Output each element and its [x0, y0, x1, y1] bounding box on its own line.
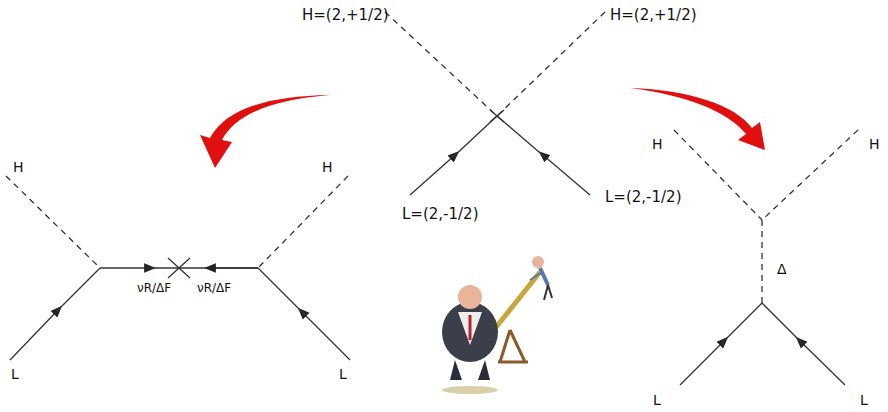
field-label: H=(2,+1/2): [302, 8, 389, 23]
neutrino-line: [100, 267, 150, 268]
field-label: H: [652, 137, 663, 151]
field-label: L: [339, 367, 347, 381]
higgs-line: [258, 176, 348, 268]
red-arrow: [630, 88, 765, 150]
higgs-line: [762, 130, 858, 220]
higgs-line: [385, 12, 497, 116]
field-label: H: [869, 137, 880, 151]
field-label: L: [653, 393, 661, 407]
higgs-line: [497, 12, 605, 116]
lepton-line: [10, 310, 58, 360]
field-label: L=(2,-1/2): [605, 190, 682, 205]
lepton-line: [302, 312, 350, 360]
red-arrow: [200, 95, 330, 168]
field-label: νR/ΔF: [197, 282, 231, 294]
lepton-line: [800, 341, 845, 385]
field-label: H=(2,+1/2): [610, 8, 697, 23]
field-label: L: [11, 367, 19, 381]
field-label: L: [860, 393, 868, 407]
field-label: Δ: [777, 262, 787, 276]
lepton-line: [543, 155, 590, 195]
seesaw-cartoon: [442, 256, 552, 394]
triplet-line: [761, 220, 762, 303]
lepton-line: [410, 155, 455, 195]
higgs-line: [6, 176, 100, 268]
field-label: νR/ΔF: [137, 282, 171, 294]
field-label: L=(2,-1/2): [402, 207, 479, 222]
field-label: H: [13, 160, 24, 174]
field-label: H: [322, 160, 333, 174]
lepton-line: [680, 341, 724, 385]
